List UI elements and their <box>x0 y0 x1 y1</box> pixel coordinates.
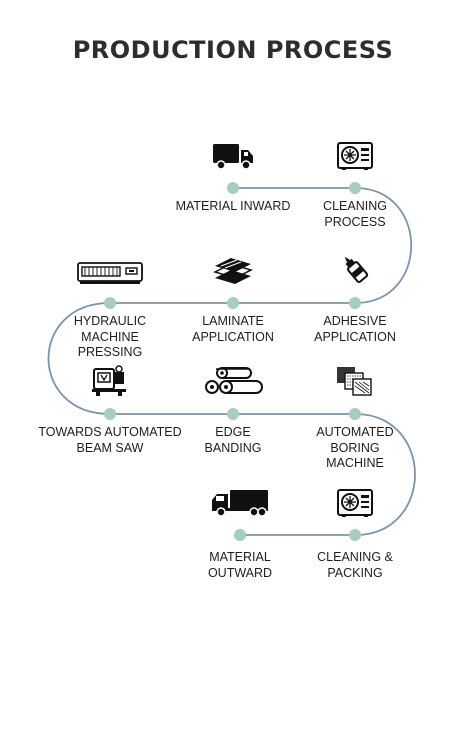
step-label-line: EDGE <box>215 425 251 439</box>
step-node-dot <box>349 182 361 194</box>
glue-bottle-icon <box>338 252 372 291</box>
step-label: CLEANING &PACKING <box>280 550 430 581</box>
step-label-line: BANDING <box>204 440 262 455</box>
step-label-line: MACHINE <box>81 329 139 344</box>
step-label: MATERIAL INWARD <box>158 199 308 215</box>
step-label-line: TOWARDS AUTOMATED <box>38 425 182 439</box>
process-path <box>47 187 416 536</box>
step-node-dot <box>234 529 246 541</box>
step-label-line: OUTWARD <box>207 565 273 580</box>
beam-saw-icon <box>90 363 130 402</box>
step-node-dot <box>227 408 239 420</box>
laminate-sheets-icon <box>211 254 255 291</box>
step-node-dot <box>227 182 239 194</box>
boring-panels-icon <box>335 365 375 402</box>
step-label-line: MATERIAL INWARD <box>175 199 291 213</box>
step-node-dot <box>104 408 116 420</box>
edge-band-rolls-icon <box>202 363 264 402</box>
step-label-line: MACHINE <box>326 456 384 470</box>
step-label-line: PRESSING <box>77 345 143 359</box>
step-label-line: PROCESS <box>324 214 386 229</box>
step-label-line: HYDRAULIC <box>73 314 147 328</box>
step-label-line: ADHESIVE <box>323 314 387 328</box>
step-label-line: LAMINATE <box>202 314 264 328</box>
step-label-line: BORING <box>330 440 380 455</box>
step-node-dot <box>349 408 361 420</box>
step-label-line: CLEANING <box>323 199 387 213</box>
step-node-dot <box>227 297 239 309</box>
step-label-line: BEAM SAW <box>76 440 144 455</box>
step-node-dot <box>349 529 361 541</box>
step-node-dot <box>104 297 116 309</box>
delivery-truck-icon <box>210 488 270 523</box>
step-label-line: AUTOMATED <box>316 425 394 439</box>
truck-icon <box>211 141 255 176</box>
step-label-line: PACKING <box>327 565 383 580</box>
step-label-line: CLEANING & <box>317 550 393 564</box>
step-label-line: APPLICATION <box>192 329 274 344</box>
step-label-line: MATERIAL <box>209 550 271 564</box>
step-label-line: APPLICATION <box>314 329 396 344</box>
washing-machine-icon <box>336 141 374 176</box>
page-title: PRODUCTION PROCESS <box>72 36 394 64</box>
hydraulic-press-icon <box>76 260 144 291</box>
step-node-dot <box>349 297 361 309</box>
washing-machine-icon <box>336 488 374 523</box>
